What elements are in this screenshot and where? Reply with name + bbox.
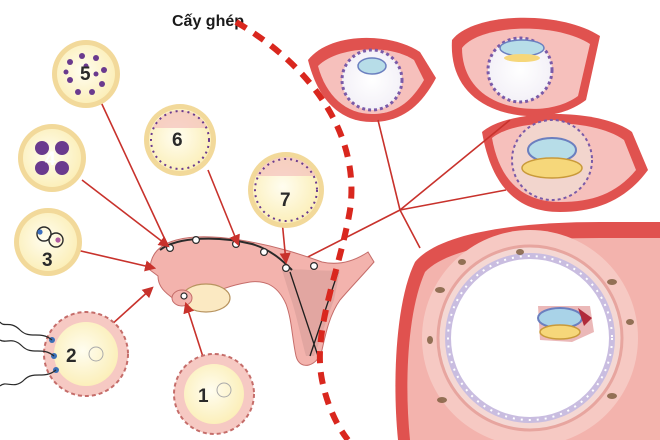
uterine-wall-section [395, 222, 660, 440]
sperm-tails [0, 321, 57, 387]
stage-2-cell: 2 [43, 311, 129, 397]
implantation-inset-3 [482, 114, 648, 212]
implantation-inset-2 [451, 17, 600, 117]
inset-connector-lines [297, 119, 511, 263]
stage-4-label: 4 [45, 149, 56, 170]
embedded-embryo [537, 306, 594, 342]
stage-1-label: 1 [198, 386, 209, 407]
stage-7-cell: 7 [248, 152, 324, 228]
stage-7-label: 7 [280, 190, 291, 211]
stage-6-cell: 6 [144, 104, 216, 176]
diagram-title: Cấy ghép [172, 13, 245, 30]
stage-6-label: 6 [172, 130, 183, 151]
stage-3-cell: 3 [14, 208, 82, 276]
stage-arrows [67, 99, 291, 361]
stage-4-cell: 4 [18, 124, 86, 192]
implantation-boundary [234, 19, 355, 440]
stage-3-label: 3 [42, 250, 53, 271]
stage-1-cell: 1 [173, 353, 255, 435]
stage-2-label: 2 [66, 346, 77, 367]
implantation-inset-1 [308, 37, 436, 122]
stage-5-cell: 5 [52, 40, 120, 108]
stage-5-label: 5 [80, 64, 91, 85]
